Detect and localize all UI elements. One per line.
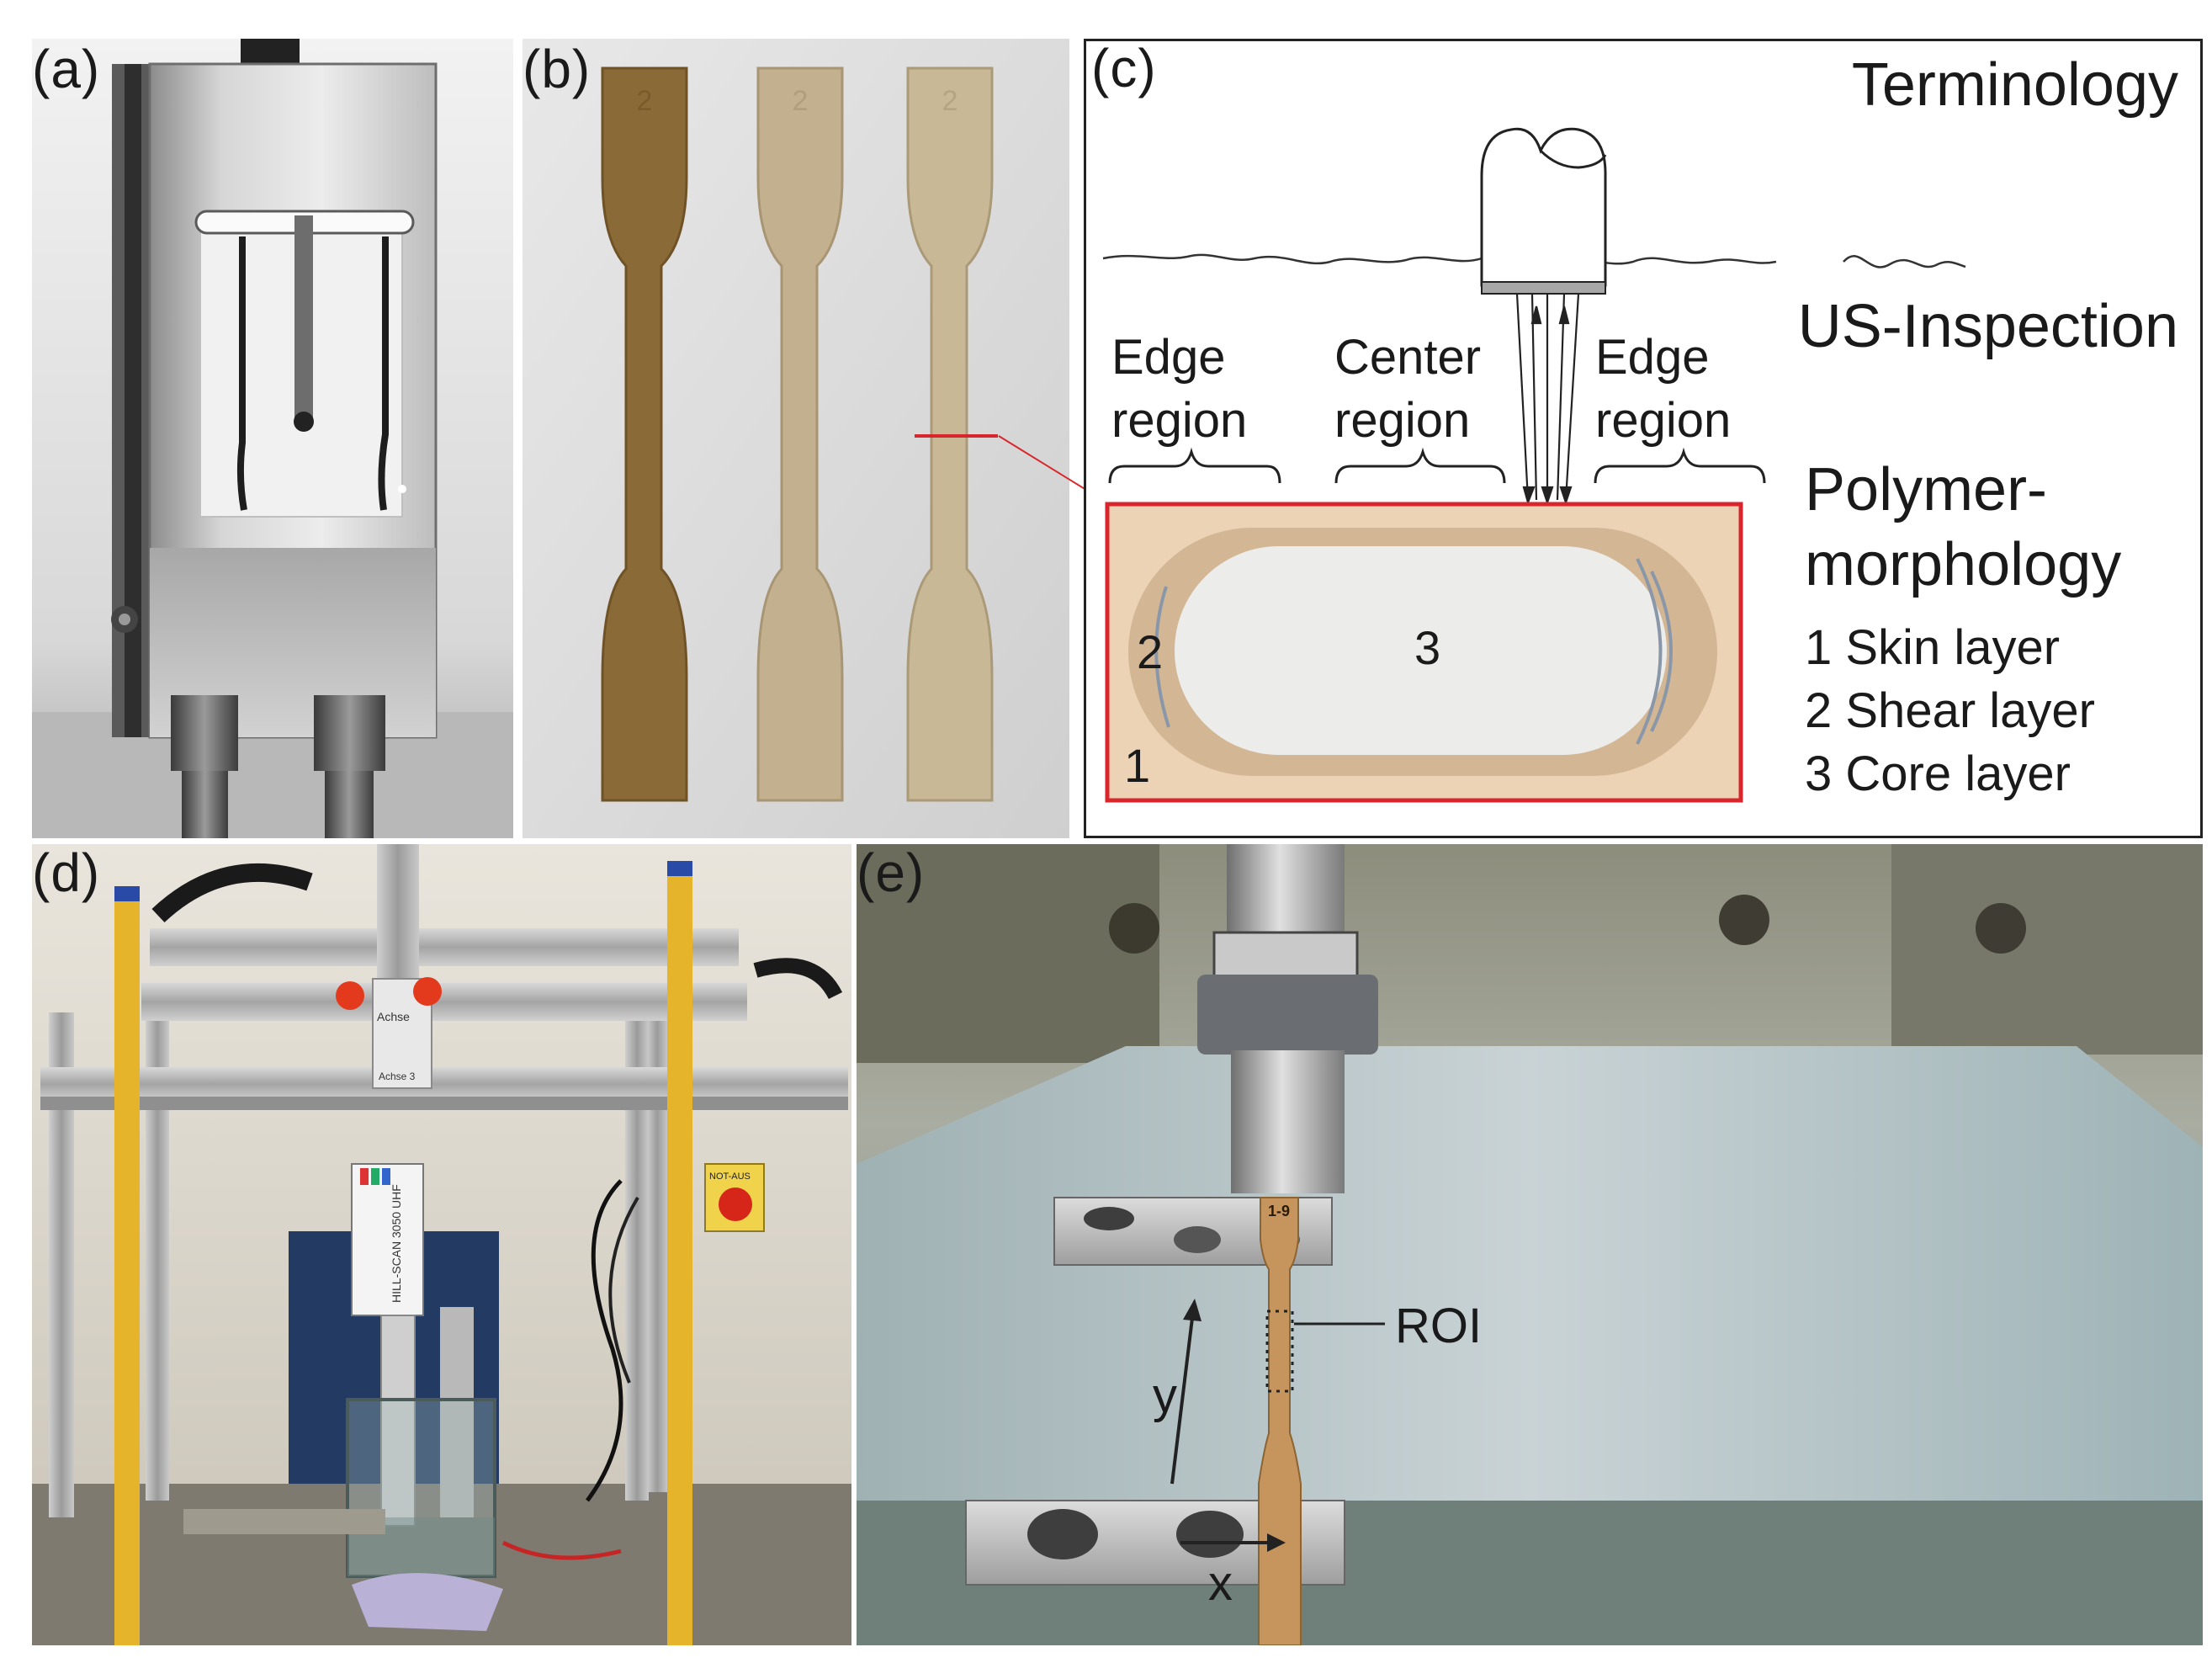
scanner-setup-illustration: Achse Achse 3 HILL-SCAN 3050 UHF NOT-AUS (32, 844, 851, 1645)
edge-right-brace (1594, 447, 1766, 484)
center-label-2: region (1334, 393, 1470, 448)
layer-item-skin: 1 Skin layer (1805, 620, 2060, 675)
x-axis-label: x (1208, 1556, 1233, 1611)
edge-right-label-2: region (1595, 393, 1731, 448)
y-axis-label: y (1153, 1368, 1177, 1423)
panel-d-label: (d) (32, 844, 101, 903)
panel-b-label: (b) (522, 39, 591, 99)
layer-item-core: 3 Core layer (1805, 746, 2071, 801)
panel-e-label: (e) (857, 844, 926, 903)
center-brace (1334, 447, 1506, 484)
panel-a-clamp-photo: (a) (32, 39, 513, 838)
polymer-morphology-title-1: Polymer- (1805, 456, 2047, 523)
axis-label-achse: Achse (377, 1010, 410, 1023)
polymer-morphology-title-2: morphology (1805, 531, 2121, 598)
specimens-illustration: 2 2 2 (522, 39, 1069, 838)
panel-d-scanner-photo: Achse Achse 3 HILL-SCAN 3050 UHF NOT-AUS (32, 844, 851, 1645)
edge-left-label-2: region (1111, 393, 1247, 448)
layer-item-shear: 2 Shear layer (1805, 683, 2095, 738)
center-label-1: Center (1334, 330, 1481, 385)
edge-left-label-1: Edge (1111, 330, 1225, 385)
panel-e-tank-photo: 1-9 y x ROI (e) (857, 844, 2203, 1645)
cross-section (1105, 502, 1743, 803)
water-surface-line (1102, 253, 1777, 265)
terminology-diagram: Edge region Center region Edge region 3 … (1102, 51, 2178, 803)
specimen-mark-e: 1-9 (1268, 1203, 1290, 1219)
us-transducer (1480, 127, 1607, 295)
roi-label: ROI (1395, 1299, 1482, 1353)
y-axis-arrow (1170, 1310, 1195, 1485)
axis-label-achse-3: Achse 3 (379, 1071, 416, 1082)
specimen-in-tank (1258, 1197, 1302, 1645)
panel-a-label: (a) (32, 39, 101, 99)
cross-section-number-1: 1 (1124, 739, 1150, 792)
cross-section-number-2: 2 (1137, 625, 1163, 678)
panel-b-specimens-photo: 2 2 2 (b) (522, 39, 1069, 838)
panel-c-terminology-diagram: Edge region Center region Edge region 3 … (1084, 39, 2203, 838)
roi-box (1265, 1310, 1294, 1393)
pulser-label: HILL-SCAN 3050 UHF (390, 1184, 403, 1303)
emergency-stop-label: NOT-AUS (709, 1172, 751, 1182)
us-inspection-label: US-Inspection (1798, 293, 2178, 360)
specimen-mark-2: 2 (793, 85, 809, 117)
specimen-dark (601, 66, 688, 802)
terminology-title: Terminology (1852, 51, 2178, 119)
specimen-medium (756, 66, 844, 802)
tank-setup-illustration: 1-9 y x ROI (857, 844, 2203, 1645)
us-beams (1515, 293, 1580, 506)
specimen-mark-1: 2 (637, 85, 653, 117)
panel-c-label: (c) (1091, 39, 1157, 98)
edge-left-brace (1108, 447, 1281, 484)
clamp-photo-illustration (32, 39, 513, 838)
edge-right-label-1: Edge (1595, 330, 1709, 385)
cross-section-number-3: 3 (1414, 621, 1440, 674)
specimen-mark-3: 2 (942, 85, 958, 117)
